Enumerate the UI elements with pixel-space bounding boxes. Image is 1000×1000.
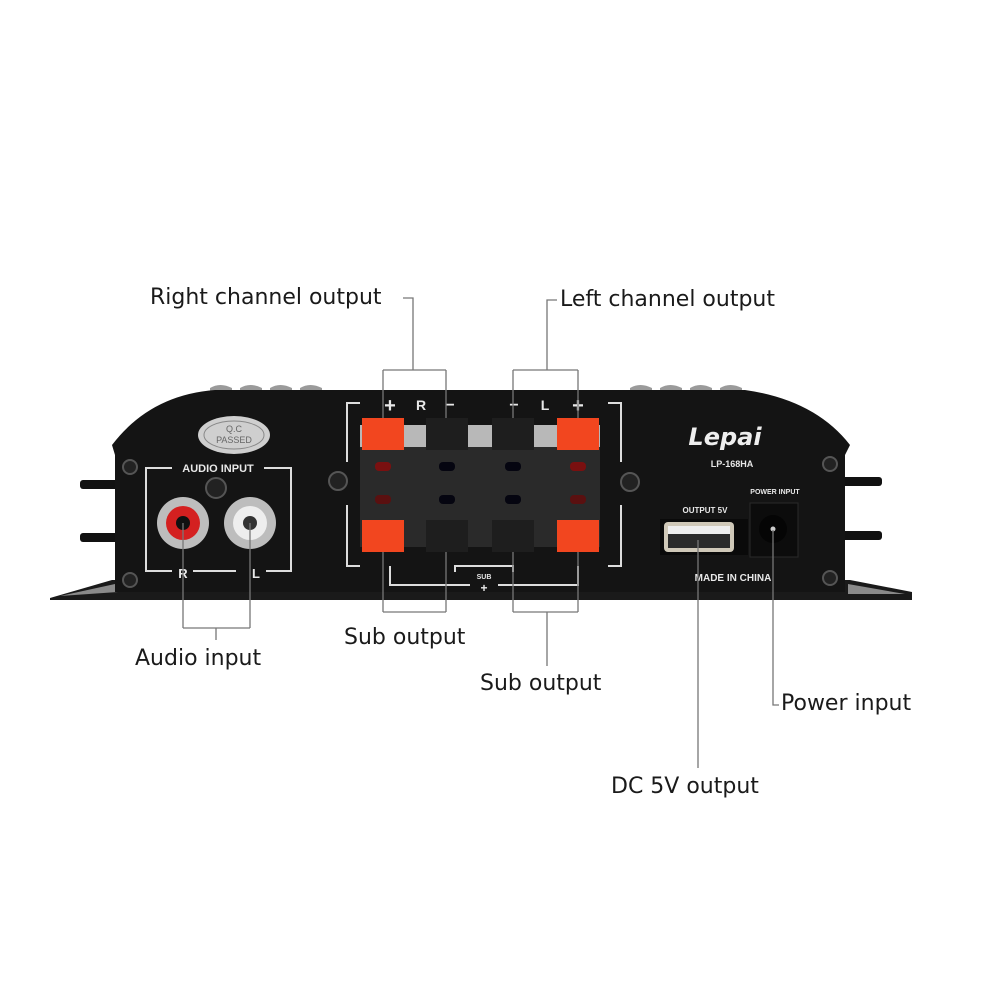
terminal-r-plus-top[interactable] [362,418,404,450]
usb-port[interactable] [660,519,748,555]
power-jack[interactable] [749,502,799,558]
terminal-l-plus-top[interactable] [557,418,599,450]
svg-text:+: + [480,581,487,595]
sub-print: SUB [477,574,492,581]
terminal-holes [375,462,586,504]
side-fins [80,477,882,542]
power-input-print: POWER INPUT [750,489,800,496]
terminal-sub-r-minus[interactable] [426,520,468,552]
callout-sub-output-right: Sub output [480,671,602,696]
terminal-sub-r-plus[interactable] [362,520,404,552]
made-in-china-print: MADE IN CHINA [695,573,772,584]
terminal-sub-l-plus[interactable] [557,520,599,552]
terminal-r-minus-top[interactable] [426,418,468,450]
callout-power-input: Power input [781,691,912,716]
terminal-r-print: R [416,397,426,413]
callout-audio-input: Audio input [135,646,262,671]
svg-text:+: + [384,395,396,417]
audio-input-frame [145,467,292,572]
callout-sub-output-left: Sub output [344,625,466,650]
model-number: LP-168HA [711,459,754,469]
callout-lines [182,297,779,768]
terminal-l-minus-top[interactable] [492,418,534,450]
callout-right-channel-output: Right channel output [150,285,382,310]
callout-dc-5v-output: DC 5V output [611,774,759,799]
callout-left-channel-output: Left channel output [560,287,775,312]
brand-logo: Lepai [688,423,762,451]
screw-icons [122,456,838,588]
qc-line2: PASSED [216,435,252,445]
qc-line1: Q.C [226,424,243,434]
speaker-terminals[interactable] [362,418,599,552]
terminal-sub-l-minus[interactable] [492,520,534,552]
svg-text:−: − [445,397,454,414]
terminal-l-print: L [541,397,550,413]
terminal-rail [360,425,600,447]
audio-input-print: AUDIO INPUT [182,463,254,475]
usb-print: OUTPUT 5V [683,506,729,515]
qc-passed-sticker [198,416,270,454]
rca-left-print: L [252,566,260,581]
svg-text:−: − [509,397,518,414]
